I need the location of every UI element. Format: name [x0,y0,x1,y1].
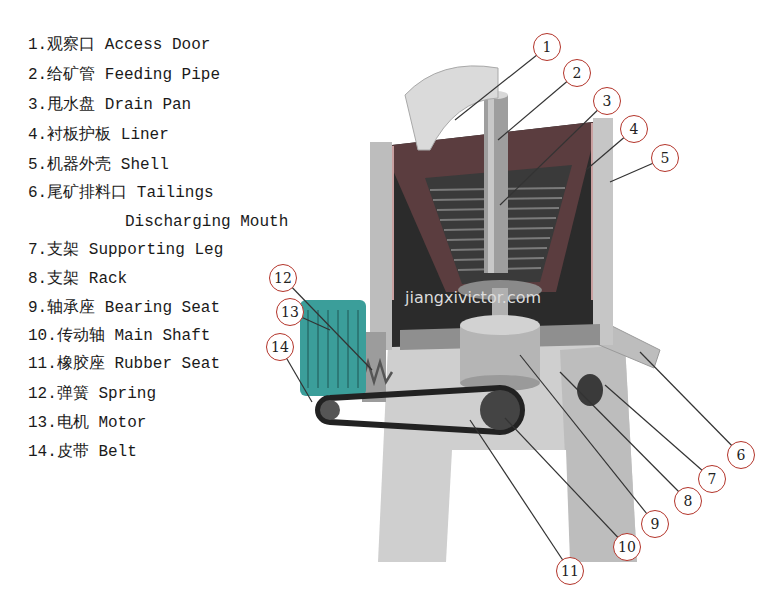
callout-circle: 9 [641,510,669,538]
callout-number: 12 [274,271,292,285]
callout-number: 8 [684,494,693,508]
part-name: 4.衬板护板 Liner [28,121,290,150]
callout-number: 1 [543,40,552,54]
part-name: 5.机器外壳 Shell [28,151,290,180]
callout-number: 2 [573,66,582,80]
callout-circle: 12 [269,264,297,292]
callout-circle: 6 [727,441,755,469]
callout-number: 3 [603,94,612,108]
callout-number: 7 [708,472,717,486]
part-name: 13.电机 Motor [28,409,290,438]
part-name: 3.甩水盘 Drain Pan [28,91,290,120]
callout-number: 10 [618,540,636,554]
part-name: 11.橡胶座 Rubber Seat [28,350,290,379]
callout-circle: 4 [620,115,648,143]
callout-number: 11 [561,564,579,578]
part-name: 10.传动轴 Main Shaft [28,322,290,351]
callout-circle: 3 [593,87,621,115]
part-name: 7.支架 Supporting Leg [28,236,290,265]
part-name: 9.轴承座 Bearing Seat [28,294,290,323]
callout-number: 9 [651,517,660,531]
callout-circle: 13 [276,298,304,326]
callout-number: 14 [271,340,289,354]
part-name: 6.尾矿排料口 Tailings Discharging Mouth [28,179,290,237]
callout-circle: 10 [613,533,641,561]
part-name: 8.支架 Rack [28,265,290,294]
part-name: 2.给矿管 Feeding Pipe [28,61,290,90]
callout-circle: 11 [556,557,584,585]
callout-circle: 7 [698,465,726,493]
watermark: jiangxivictor.com [405,288,541,307]
part-name: 1.观察口 Access Door [28,31,290,60]
callout-circle: 1 [533,33,561,61]
callout-number: 13 [281,305,299,319]
callout-number: 5 [661,151,670,165]
callout-circle: 2 [563,59,591,87]
part-name: 14.皮带 Belt [28,438,290,467]
callout-circle: 8 [674,487,702,515]
callout-number: 4 [630,122,639,136]
callout-circle: 5 [651,144,679,172]
part-name: 12.弹簧 Spring [28,380,290,409]
callout-number: 6 [737,448,746,462]
callout-circle: 14 [266,333,294,361]
